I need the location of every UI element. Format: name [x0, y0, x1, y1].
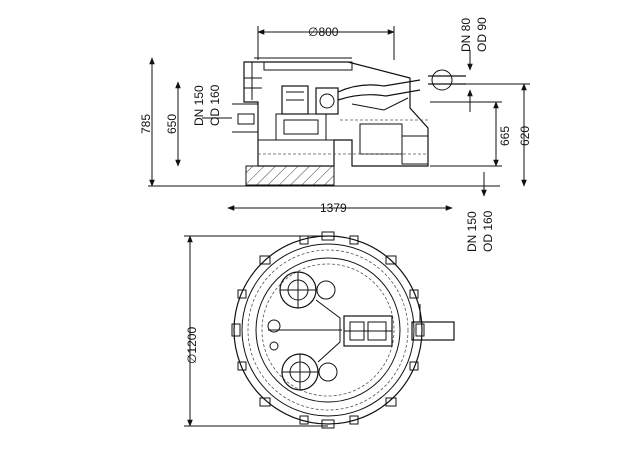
pump-top — [279, 271, 336, 309]
dim-1200-label: ∅1200 — [185, 327, 199, 364]
control-unit — [343, 315, 393, 347]
inlet-right-od-label: OD 160 — [481, 210, 495, 252]
dim-1379-label: 1379 — [320, 201, 347, 215]
foundation-hatch — [245, 165, 335, 186]
plan-view: ∅1200 — [184, 231, 455, 429]
dim-650-label: 650 — [165, 114, 179, 134]
dim-620-label: 620 — [518, 126, 532, 146]
dim-800-label: ∅800 — [308, 25, 339, 39]
side-view: ∅800 DN 80 OD 90 785 650 DN 150 OD 160 6… — [139, 17, 532, 252]
dim-665-label: 665 — [498, 126, 512, 146]
outlet-dn-label: DN 80 — [459, 18, 473, 52]
inlet-left-od-label: OD 160 — [208, 84, 222, 126]
ring-lugs — [231, 231, 425, 429]
inlet-pipe-right — [411, 321, 455, 341]
inner-ring — [255, 257, 401, 403]
inlet-right-dn-label: DN 150 — [465, 211, 479, 252]
outlet-od-label: OD 90 — [475, 17, 489, 52]
tank-body — [232, 57, 453, 167]
pump-bottom — [281, 353, 338, 391]
inlet-left-dn-label: DN 150 — [192, 85, 206, 126]
dim-785-label: 785 — [139, 114, 153, 134]
